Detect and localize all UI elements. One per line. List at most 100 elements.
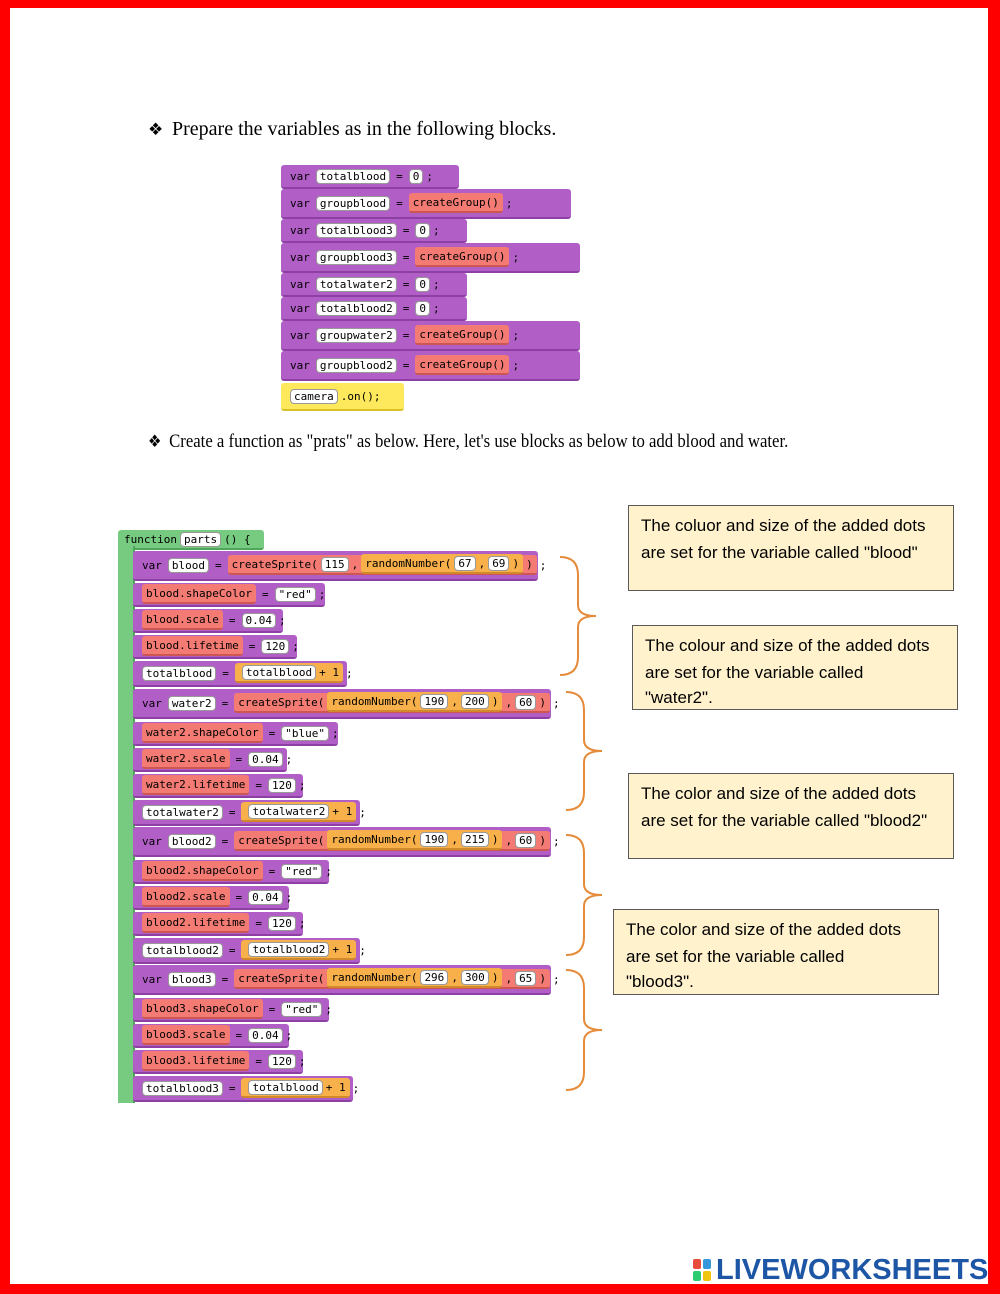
scale-value[interactable]: 0.04 <box>241 612 276 628</box>
total-block-blood2[interactable]: totalblood2=totalblood2+ 1; <box>133 938 366 964</box>
create-sprite-call[interactable]: createSprite(randomNumber(296,300),65) <box>234 968 550 989</box>
var-name[interactable]: blood3 <box>167 971 216 987</box>
var-name[interactable]: totalblood <box>315 168 391 184</box>
scale-value[interactable]: 0.04 <box>248 1027 283 1043</box>
scale-block-water2[interactable]: water2.scale=0.04; <box>133 748 292 772</box>
lifetime-block-water2[interactable]: water2.lifetime=120; <box>133 774 305 798</box>
total-expr-var[interactable]: totalblood <box>248 1079 323 1095</box>
function-name[interactable]: parts <box>179 531 222 547</box>
color-value[interactable]: "red" <box>274 586 316 602</box>
property-ref[interactable]: blood2.shapeColor <box>142 861 263 881</box>
scale-value[interactable]: 0.04 <box>248 889 283 905</box>
random-max[interactable]: 300 <box>460 969 489 985</box>
property-ref[interactable]: blood2.scale <box>142 887 230 907</box>
property-ref[interactable]: blood3.scale <box>142 1025 230 1045</box>
total-var[interactable]: totalblood <box>142 665 217 681</box>
property-ref[interactable]: blood3.lifetime <box>142 1051 250 1071</box>
var-value[interactable]: createGroup() <box>415 325 510 345</box>
add-expression[interactable]: totalwater2+ 1 <box>241 802 357 822</box>
total-expr-var[interactable]: totalblood2 <box>248 941 330 957</box>
total-expr-var[interactable]: totalblood <box>241 664 317 680</box>
var-name[interactable]: groupblood <box>315 195 391 211</box>
lifetime-block-blood[interactable]: blood.lifetime=120; <box>133 635 299 659</box>
color-value[interactable]: "red" <box>281 1001 323 1017</box>
sprite-y-arg[interactable]: 60 <box>515 832 537 848</box>
property-ref[interactable]: blood3.shapeColor <box>142 999 263 1019</box>
random-min[interactable]: 190 <box>420 693 449 709</box>
property-ref[interactable]: blood.scale <box>142 610 223 630</box>
var-value[interactable]: 0 <box>415 222 430 238</box>
total-var[interactable]: totalwater2 <box>142 804 223 820</box>
random-max[interactable]: 215 <box>460 831 489 847</box>
add-expression[interactable]: totalblood2+ 1 <box>241 940 357 960</box>
random-number-call[interactable]: randomNumber(67,69) <box>361 554 524 574</box>
var-value[interactable]: createGroup() <box>415 247 510 267</box>
property-ref[interactable]: water2.scale <box>142 749 230 769</box>
lifetime-value[interactable]: 120 <box>267 1053 296 1069</box>
var-name[interactable]: water2 <box>167 695 216 711</box>
random-min[interactable]: 67 <box>454 555 476 571</box>
random-max[interactable]: 200 <box>460 693 489 709</box>
create-sprite-call[interactable]: createSprite(randomNumber(190,215),60) <box>234 830 550 851</box>
lifetime-value[interactable]: 120 <box>267 777 296 793</box>
var-name[interactable]: totalblood3 <box>315 222 397 238</box>
property-ref[interactable]: blood.lifetime <box>142 636 243 656</box>
random-number-call[interactable]: randomNumber(190,200) <box>327 692 503 712</box>
shapecolor-block-water2[interactable]: water2.shapeColor="blue"; <box>133 722 339 746</box>
shapecolor-block-blood[interactable]: blood.shapeColor="red"; <box>133 583 325 607</box>
scale-block-blood3[interactable]: blood3.scale=0.04; <box>133 1024 292 1048</box>
random-max[interactable]: 69 <box>488 555 510 571</box>
color-value[interactable]: "blue" <box>281 725 329 741</box>
total-var[interactable]: totalblood2 <box>142 942 223 958</box>
scale-block-blood[interactable]: blood.scale=0.04; <box>133 609 286 633</box>
var-name[interactable]: groupblood3 <box>315 249 397 265</box>
shapecolor-block-blood2[interactable]: blood2.shapeColor="red"; <box>133 860 332 884</box>
add-expression[interactable]: totalblood+ 1 <box>241 1078 350 1098</box>
shapecolor-block-blood3[interactable]: blood3.shapeColor="red"; <box>133 998 332 1022</box>
var-name[interactable]: totalwater2 <box>315 276 397 292</box>
camera-block[interactable]: camera.on(); <box>281 383 404 411</box>
var-name[interactable]: blood <box>167 557 209 573</box>
random-min[interactable]: 296 <box>420 969 449 985</box>
camera-object[interactable]: camera <box>290 388 338 404</box>
total-block-blood3[interactable]: totalblood3=totalblood+ 1; <box>133 1076 359 1102</box>
scale-value[interactable]: 0.04 <box>248 751 283 767</box>
sprite-x-arg[interactable]: 115 <box>320 556 349 572</box>
sprite-y-arg[interactable]: 65 <box>515 970 537 986</box>
var-value[interactable]: 0 <box>415 276 430 292</box>
var-value[interactable]: createGroup() <box>408 193 503 213</box>
lifetime-block-blood3[interactable]: blood3.lifetime=120; <box>133 1050 305 1074</box>
var-value[interactable]: 0 <box>415 300 430 316</box>
property-ref[interactable]: blood2.lifetime <box>142 913 250 933</box>
var-name[interactable]: blood2 <box>167 833 216 849</box>
var-name[interactable]: groupwater2 <box>315 327 397 343</box>
var-value[interactable]: 0 <box>408 168 424 184</box>
property-ref[interactable]: blood.shapeColor <box>142 584 256 604</box>
scale-block-blood2[interactable]: blood2.scale=0.04; <box>133 886 292 910</box>
property-ref[interactable]: water2.lifetime <box>142 775 250 795</box>
lifetime-value[interactable]: 120 <box>261 638 290 654</box>
create-sprite-call[interactable]: createSprite(115,randomNumber(67,69)) <box>227 554 537 575</box>
total-block-blood[interactable]: totalblood=totalblood+ 1; <box>133 661 353 687</box>
color-value[interactable]: "red" <box>281 863 323 879</box>
create-sprite-call[interactable]: createSprite(randomNumber(190,200),60) <box>234 692 550 713</box>
lifetime-block-blood2[interactable]: blood2.lifetime=120; <box>133 912 305 936</box>
total-block-water2[interactable]: totalwater2=totalwater2+ 1; <box>133 800 366 826</box>
total-var[interactable]: totalblood3 <box>142 1080 223 1096</box>
lifetime-value[interactable]: 120 <box>267 915 296 931</box>
var-name[interactable]: groupblood2 <box>315 357 397 373</box>
var-name[interactable]: totalblood2 <box>315 300 397 316</box>
